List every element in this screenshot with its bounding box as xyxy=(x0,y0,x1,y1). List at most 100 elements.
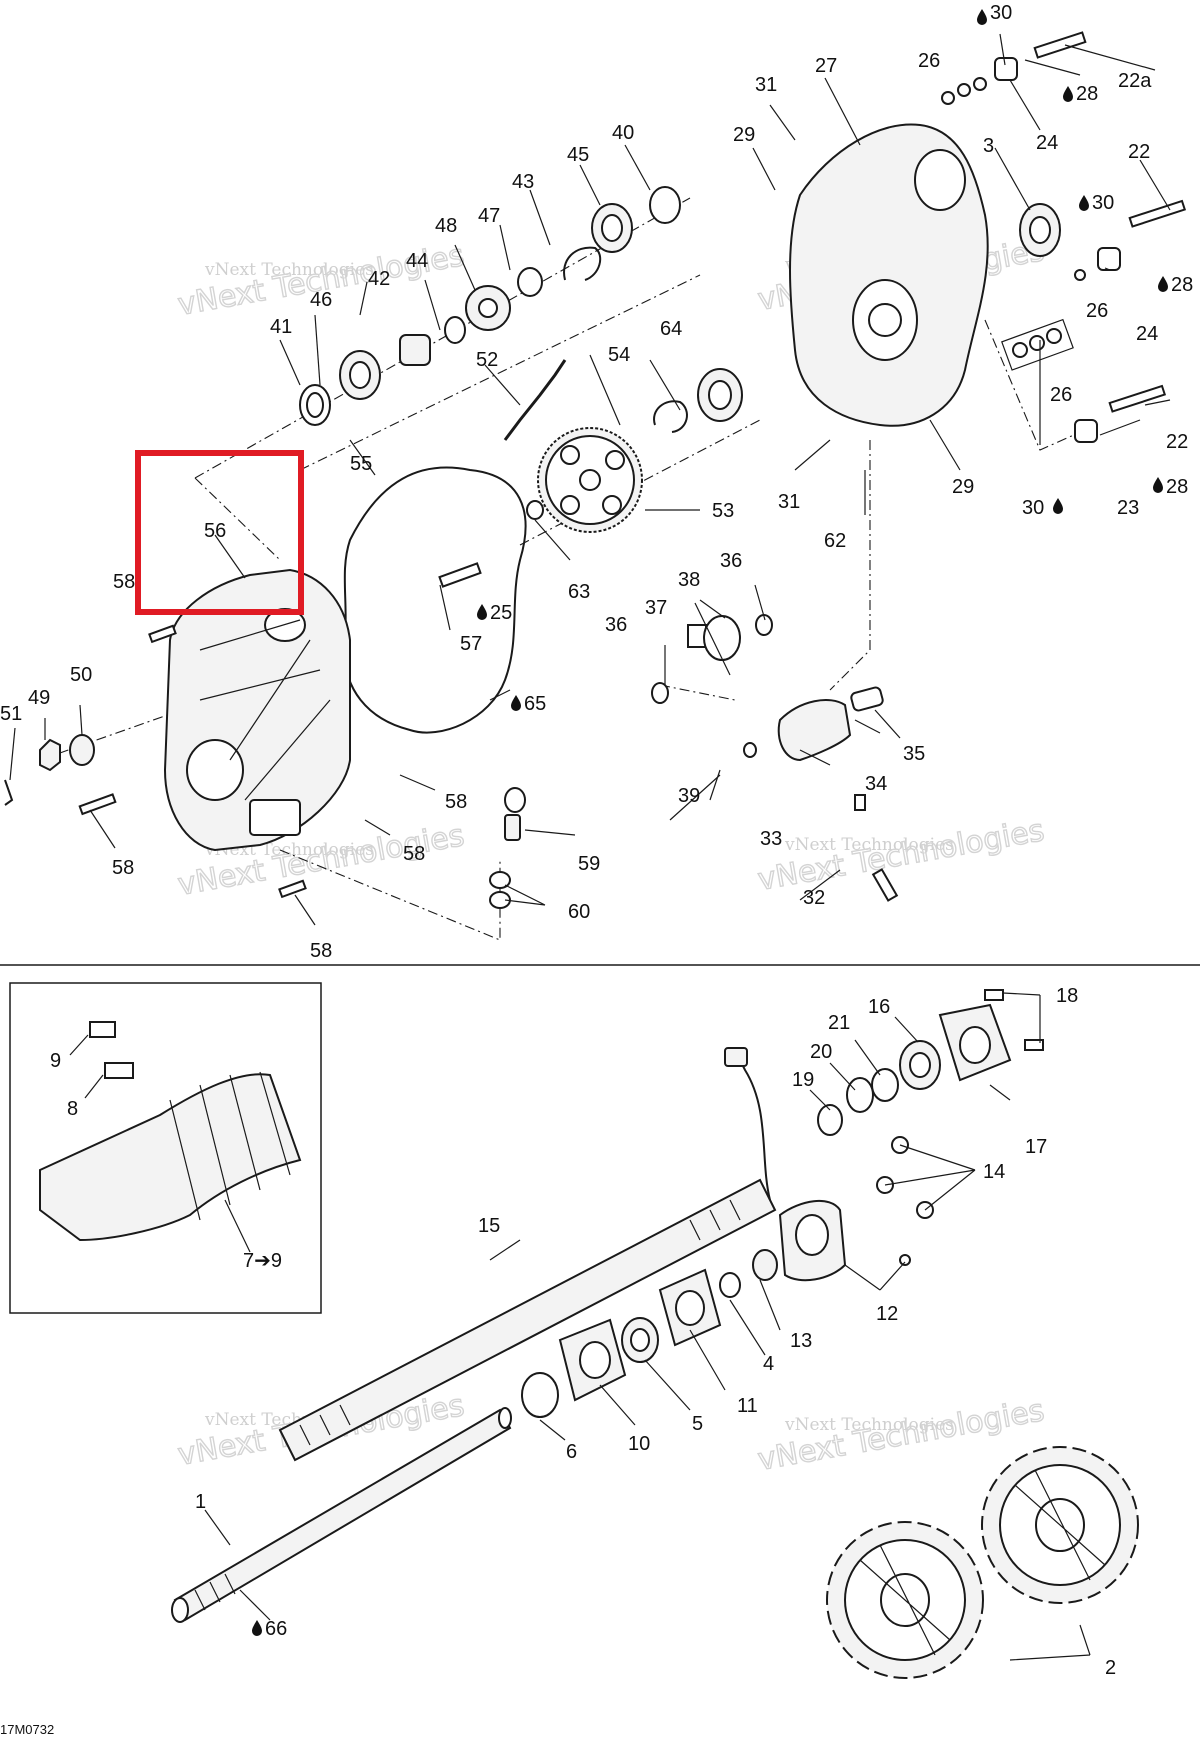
part-label-44: 44 xyxy=(406,250,428,272)
bolts xyxy=(78,31,1187,902)
part-label-5: 5 xyxy=(692,1413,703,1435)
axis-line xyxy=(194,477,281,561)
part-label-29: 29 xyxy=(733,124,755,146)
tensioner-arm xyxy=(651,614,884,762)
part-label-18: 18 xyxy=(1056,985,1078,1007)
part-label-56: 56 xyxy=(204,520,226,542)
axis-line xyxy=(299,274,701,471)
bearing-stack-left xyxy=(299,186,681,441)
part-label-42: 42 xyxy=(368,268,390,290)
watermark-text: vNext Technologies xyxy=(204,260,374,280)
hardware-box xyxy=(1001,318,1074,371)
part-label-35: 35 xyxy=(903,743,925,765)
part-label-59: 59 xyxy=(578,853,600,875)
part-label-31: 31 xyxy=(778,491,800,513)
chaincase-cover xyxy=(163,568,351,852)
part-label-2: 2 xyxy=(1105,1657,1116,1679)
part-label-39: 39 xyxy=(678,785,700,807)
watermark: vNext Technologies vNext Technologies xyxy=(755,812,1048,898)
chaincase-housing xyxy=(789,123,989,427)
part-label-7-9: 7➔9 xyxy=(243,1250,282,1272)
part-label-26: 26 xyxy=(1050,384,1072,406)
part-label-26: 26 xyxy=(1086,300,1108,322)
cotter-pin xyxy=(4,779,14,806)
part-label-34: 34 xyxy=(865,773,887,795)
part-label-4: 4 xyxy=(763,1353,774,1375)
eccentric-nut xyxy=(1097,247,1121,271)
part-label-30: 30 xyxy=(1022,497,1044,519)
part-label-21: 21 xyxy=(828,1012,850,1034)
part-label-53: 53 xyxy=(712,500,734,522)
chaincase-assembly xyxy=(4,31,1187,941)
washer xyxy=(1074,269,1086,281)
part-label-46: 46 xyxy=(310,289,332,311)
part-label-33: 33 xyxy=(760,828,782,850)
part-label-22: 22 xyxy=(1128,141,1150,163)
part-label-62: 62 xyxy=(824,530,846,552)
part-label-28: 28 xyxy=(1171,274,1193,296)
sprocket-large xyxy=(526,427,643,533)
watermark-text: vNext Technologies xyxy=(784,1415,954,1435)
part-label-13: 13 xyxy=(790,1330,812,1352)
part-label-22a: 22a xyxy=(1118,70,1152,92)
part-label-29: 29 xyxy=(952,476,974,498)
drive-shaft xyxy=(278,1178,777,1462)
part-label-51: 51 xyxy=(0,703,22,725)
spacer xyxy=(1029,335,1045,351)
drive-axle-assembly xyxy=(171,989,1139,1679)
watermark-text-outline: vNext Technologies xyxy=(755,1393,1047,1478)
part-label-38: 38 xyxy=(678,569,700,591)
part-label-58: 58 xyxy=(112,857,134,879)
eccentric-nut xyxy=(994,57,1018,81)
part-label-57: 57 xyxy=(460,633,482,655)
gasket-outline xyxy=(343,466,527,734)
circlip xyxy=(653,400,688,433)
part-label-36: 36 xyxy=(605,614,627,636)
part-label-54: 54 xyxy=(608,344,630,366)
part-label-66: 66 xyxy=(265,1618,287,1640)
part-label-20: 20 xyxy=(810,1041,832,1063)
part-label-63: 63 xyxy=(568,581,590,603)
part-label-3: 3 xyxy=(983,135,994,157)
part-label-30: 30 xyxy=(1092,192,1114,214)
reference-code: 17M0732 xyxy=(0,1722,54,1737)
part-label-65: 65 xyxy=(524,693,546,715)
spacer xyxy=(941,91,955,105)
axis-line xyxy=(984,319,1086,451)
part-label-27: 27 xyxy=(815,55,837,77)
bearing-inner xyxy=(1029,216,1051,244)
part-label-28: 28 xyxy=(1076,83,1098,105)
part-label-10: 10 xyxy=(628,1433,650,1455)
part-label-55: 55 xyxy=(350,453,372,475)
part-label-30: 30 xyxy=(990,2,1012,24)
leader-lines-top xyxy=(9,33,1171,926)
part-label-60: 60 xyxy=(568,901,590,923)
spacer xyxy=(1012,342,1028,358)
part-label-58: 58 xyxy=(445,791,467,813)
part-label-28: 28 xyxy=(1166,476,1188,498)
part-label-8: 8 xyxy=(67,1098,78,1120)
part-label-16: 16 xyxy=(868,996,890,1018)
highlight-box xyxy=(135,450,304,615)
part-label-31: 31 xyxy=(755,74,777,96)
nut xyxy=(39,738,61,772)
bearing-housing-parts xyxy=(521,989,1044,1418)
part-label-52: 52 xyxy=(476,349,498,371)
watermark-text: vNext Technologies xyxy=(784,835,954,855)
part-label-41: 41 xyxy=(270,316,292,338)
part-label-45: 45 xyxy=(567,144,589,166)
part-label-14: 14 xyxy=(983,1161,1005,1183)
part-label-48: 48 xyxy=(435,215,457,237)
axis-line xyxy=(194,197,691,479)
part-label-32: 32 xyxy=(803,887,825,909)
part-label-25: 25 xyxy=(490,602,512,624)
part-label-58: 58 xyxy=(403,843,425,865)
axis-line xyxy=(829,440,871,691)
part-label-37: 37 xyxy=(645,597,667,619)
part-label-1: 1 xyxy=(195,1491,206,1513)
part-label-24: 24 xyxy=(1136,323,1158,345)
part-label-22: 22 xyxy=(1166,431,1188,453)
part-label-19: 19 xyxy=(792,1069,814,1091)
part-label-40: 40 xyxy=(612,122,634,144)
